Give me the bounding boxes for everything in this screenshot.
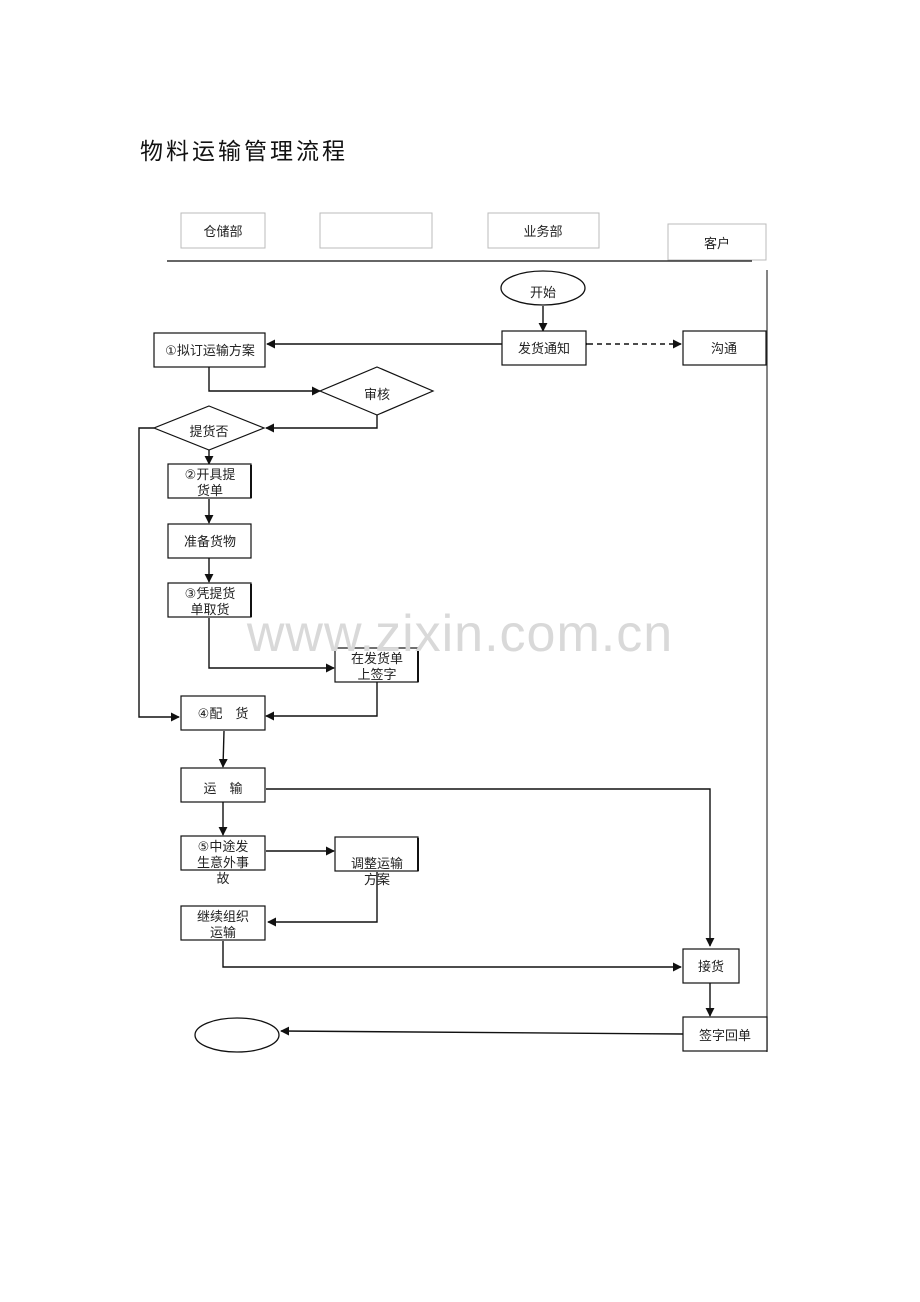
- continue-transport-box: 继续组织 运输: [180, 905, 266, 941]
- issue-note-box: ②开具提 货单: [167, 463, 252, 499]
- svg-text:生意外事: 生意外事: [197, 855, 249, 871]
- svg-text:在发货单: 在发货单: [351, 651, 403, 667]
- svg-text:调整运输: 调整运输: [351, 856, 403, 872]
- svg-text:仓储部: 仓储部: [203, 225, 242, 240]
- prepare-goods-box: 准备货物: [167, 523, 252, 559]
- sign-delivery-note-box: 在发货单 上签字: [334, 647, 419, 683]
- svg-text:开始: 开始: [530, 286, 556, 301]
- lane-header-warehouse: 仓储部: [180, 212, 266, 249]
- svg-text:审核: 审核: [364, 388, 390, 403]
- svg-text:故: 故: [216, 872, 229, 887]
- svg-text:继续组织: 继续组织: [197, 910, 249, 925]
- accident-box: ⑤中途发 生意外事 故: [180, 835, 266, 887]
- lane-header-business: 业务部: [487, 212, 600, 249]
- svg-text:沟通: 沟通: [711, 342, 737, 357]
- svg-text:准备货物: 准备货物: [184, 534, 236, 550]
- svg-text:发货通知: 发货通知: [518, 341, 570, 357]
- svg-text:①拟订运输方案: ①拟订运输方案: [165, 343, 255, 359]
- svg-text:运 输: 运 输: [203, 781, 242, 797]
- arrow-transport-to-receive: [266, 788, 715, 947]
- sign-receipt-box: 签字回单: [682, 1016, 768, 1052]
- arrow-continue-to-receive: [222, 941, 682, 972]
- page-title: 物料运输管理流程: [140, 139, 348, 165]
- svg-text:签字回单: 签字回单: [699, 1028, 751, 1044]
- svg-text:接货: 接货: [698, 959, 724, 975]
- collect-goods-box: ③凭提货 单取货: [167, 582, 252, 618]
- lane-header-blank: [319, 212, 433, 249]
- svg-text:④配 货: ④配 货: [198, 706, 249, 722]
- receive-goods-box: 接货: [682, 948, 740, 984]
- ship-notice-box: 发货通知: [501, 330, 587, 366]
- start-terminal: 开始: [500, 270, 586, 306]
- communicate-box: 沟通: [682, 330, 767, 366]
- svg-text:运输: 运输: [210, 925, 236, 941]
- adjust-plan-box: 调整运输 方案: [334, 836, 419, 888]
- arrow-sign-to-distribute: [265, 682, 378, 721]
- svg-text:②开具提: ②开具提: [185, 467, 236, 483]
- svg-text:提货否: 提货否: [189, 424, 228, 440]
- plan-box: ①拟订运输方案: [153, 332, 266, 368]
- svg-text:业务部: 业务部: [523, 224, 562, 240]
- svg-text:货单: 货单: [197, 483, 223, 499]
- arrow-pickup-no-to-distribute: [138, 427, 180, 722]
- arrow-sign-receipt-to-end: [280, 1026, 684, 1036]
- pickup-decision: 提货否: [152, 405, 266, 451]
- arrow-plan-to-review: [208, 367, 321, 396]
- svg-text:上签字: 上签字: [357, 667, 396, 683]
- svg-text:方案: 方案: [364, 872, 390, 888]
- lane-header-customer: 客户: [667, 223, 767, 261]
- svg-text:⑤中途发: ⑤中途发: [198, 839, 249, 855]
- distribute-box: ④配 货: [180, 695, 266, 731]
- arrow-distribute-to-transport: [218, 730, 228, 768]
- arrow-collect-to-sign: [208, 618, 335, 673]
- end-terminal: [194, 1017, 280, 1053]
- svg-text:单取货: 单取货: [190, 602, 229, 618]
- arrow-review-to-pickup: [265, 415, 378, 433]
- review-decision: 审核: [318, 366, 435, 416]
- svg-text:客户: 客户: [704, 236, 730, 252]
- svg-text:③凭提货: ③凭提货: [185, 586, 236, 602]
- transport-box: 运 输: [180, 767, 266, 803]
- arrow-adjust-to-continue: [267, 872, 378, 927]
